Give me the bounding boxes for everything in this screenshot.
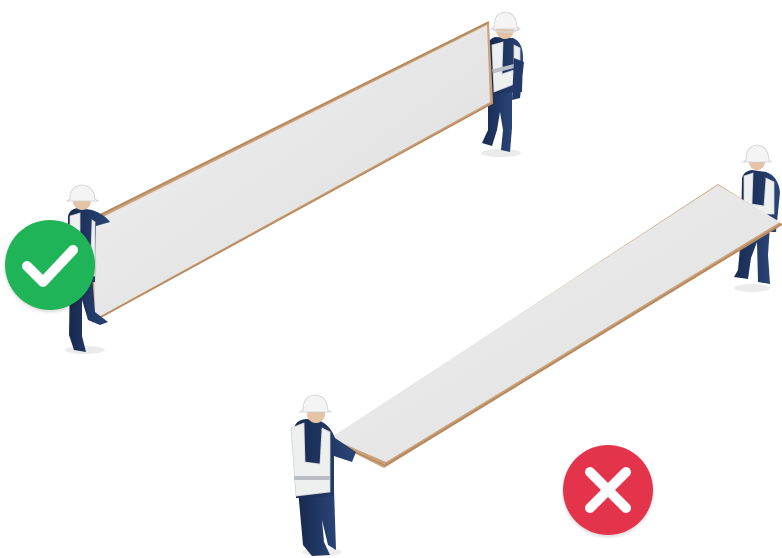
correct-carry-group xyxy=(65,12,524,354)
check-icon xyxy=(5,220,95,310)
worker-front-flat xyxy=(291,395,356,556)
incorrect-carry-group xyxy=(291,145,782,556)
cross-icon xyxy=(563,445,653,535)
incorrect-method-badge xyxy=(563,445,653,535)
correct-method-badge xyxy=(5,220,95,310)
upright-panel xyxy=(90,22,493,322)
flat-panel xyxy=(328,184,782,468)
